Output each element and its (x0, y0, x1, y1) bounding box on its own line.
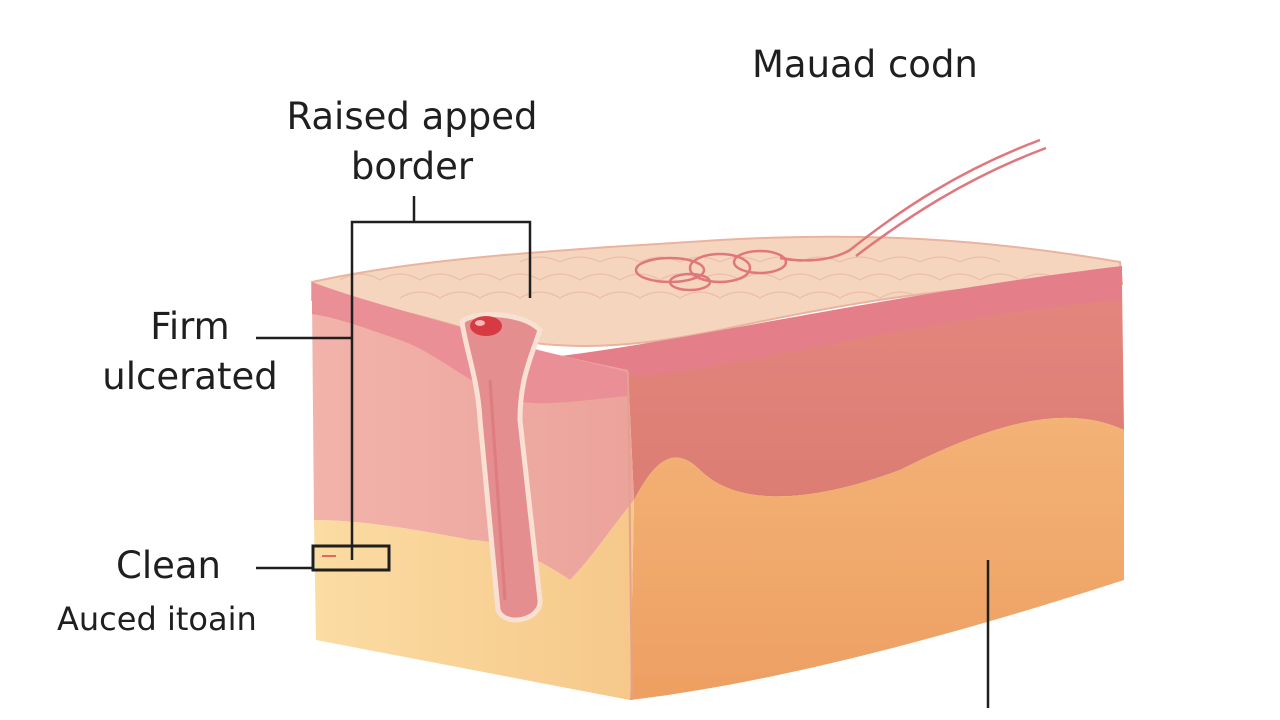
side-fat (630, 417, 1124, 700)
bracket-raised (350, 220, 532, 560)
label-firm-line1: Firm (150, 305, 230, 348)
label-clean: Clean (116, 544, 222, 587)
label-raised-line1: Raised apped (286, 95, 538, 138)
label-raised-border: Raised apped border (276, 92, 548, 192)
label-top-right: Mauad codn (752, 43, 978, 86)
block-edge (627, 371, 633, 701)
front-fat (314, 500, 634, 700)
ulcer-highlight (475, 320, 485, 326)
label-bottom-left: Auced itoain (57, 600, 257, 638)
ulcer-crater (470, 316, 502, 336)
side-dermis (628, 284, 1124, 500)
ulcer-tract (459, 312, 543, 623)
label-raised-line2: border (350, 145, 474, 188)
label-firm-ulcerated: Firm ulcerated (95, 302, 285, 402)
vessel-cluster (634, 138, 1047, 292)
label-firm-line2: ulcerated (102, 355, 278, 398)
leader-lines (256, 196, 990, 708)
side-epidermis (560, 266, 1122, 377)
